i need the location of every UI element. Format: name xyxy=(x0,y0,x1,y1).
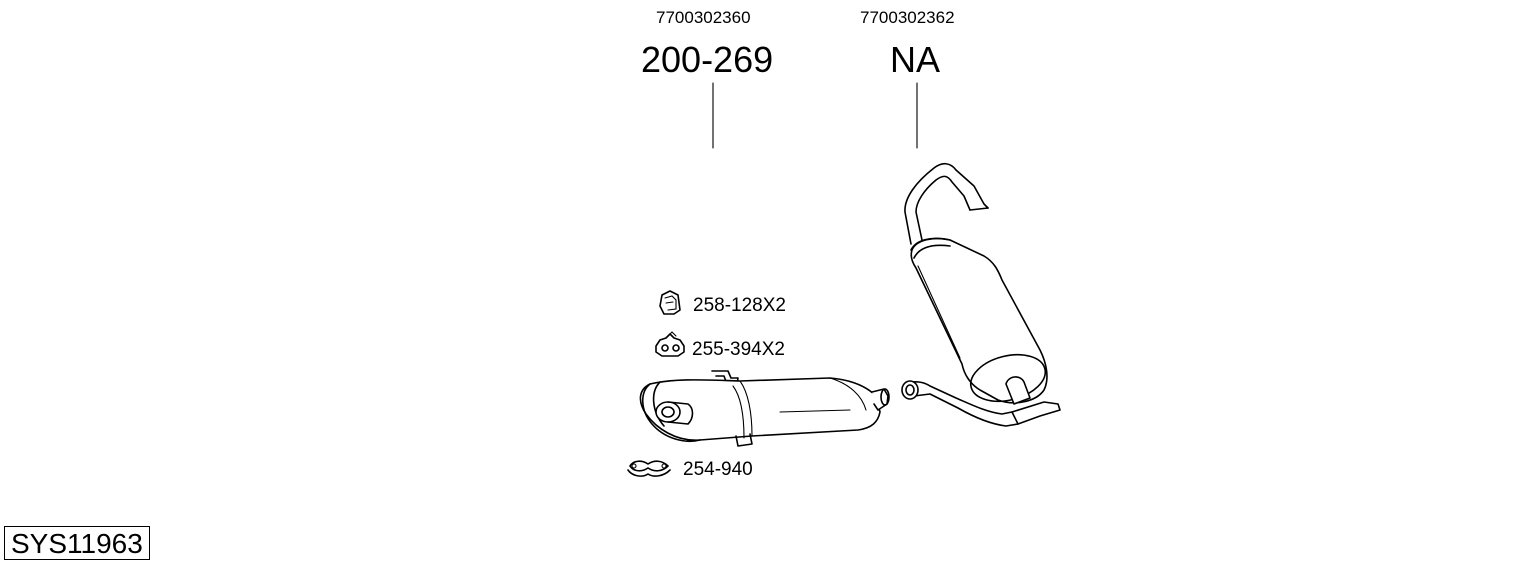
accessory-label-hanger[interactable]: 258-128X2 xyxy=(693,295,786,316)
pipe-clamp-icon xyxy=(627,460,671,477)
rear-silencer-drawing xyxy=(901,162,1061,427)
rubber-mount-icon xyxy=(655,331,685,357)
rubber-hanger-icon xyxy=(659,290,681,315)
part-number-part-1[interactable]: 200-269 xyxy=(641,39,774,80)
oem-number-part-1: 7700302360 xyxy=(656,8,751,27)
accessory-label-mount[interactable]: 255-394X2 xyxy=(692,339,785,360)
middle-silencer-drawing xyxy=(639,370,890,447)
accessory-label-clamp[interactable]: 254-940 xyxy=(683,459,753,480)
system-code-box: SYS11963 xyxy=(4,526,150,560)
system-code: SYS11963 xyxy=(11,528,143,559)
oem-number-part-2: 7700302362 xyxy=(860,8,955,27)
part-number-part-2[interactable]: NA xyxy=(890,39,941,80)
